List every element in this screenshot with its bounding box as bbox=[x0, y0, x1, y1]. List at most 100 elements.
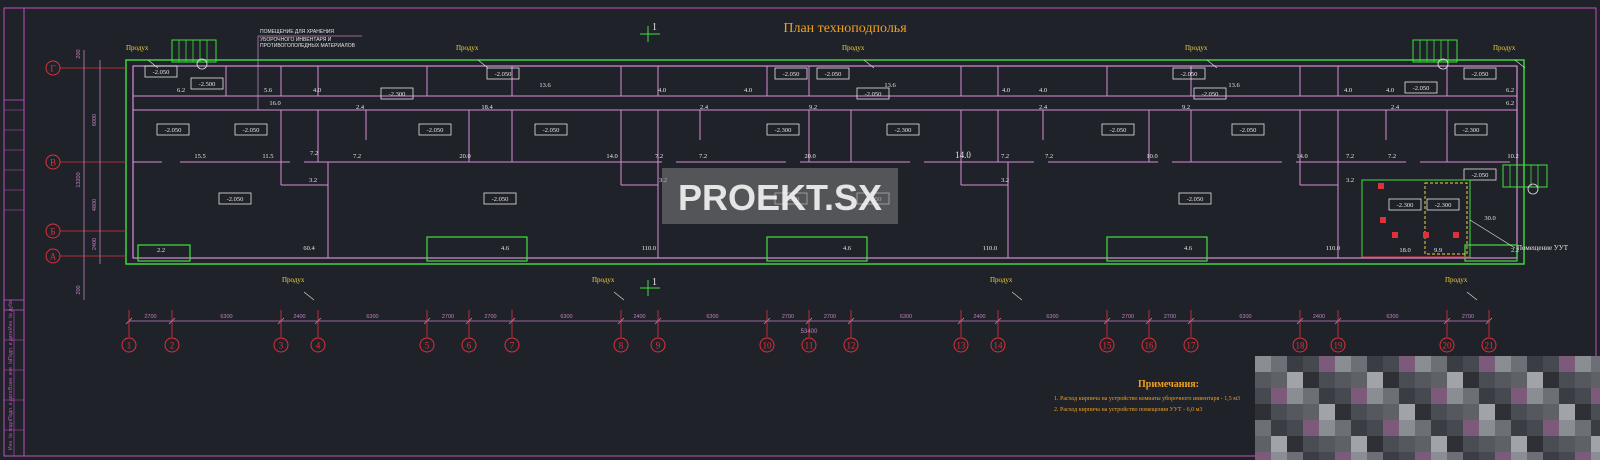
column-axis-label: 4 bbox=[316, 341, 321, 351]
column-spacing-label: 6300 bbox=[366, 314, 378, 320]
blur-pixel bbox=[1319, 404, 1335, 420]
blur-pixel bbox=[1383, 436, 1399, 452]
stair-frame bbox=[1502, 164, 1548, 188]
pits bbox=[137, 236, 1518, 262]
level-mark-box bbox=[234, 123, 268, 136]
vent-leader bbox=[1011, 291, 1023, 301]
blur-pixel bbox=[1415, 388, 1431, 404]
uut-inner-room bbox=[1424, 182, 1468, 255]
blur-pixel bbox=[1447, 372, 1463, 388]
column-axis-bubble bbox=[1141, 337, 1157, 353]
room-area-label: 4.6 bbox=[1184, 245, 1193, 252]
room-area-label: 110.0 bbox=[983, 245, 997, 252]
blur-pixel bbox=[1559, 356, 1575, 372]
blur-pixel bbox=[1559, 388, 1575, 404]
uut-equipment bbox=[1380, 217, 1386, 223]
blur-pixel bbox=[1351, 436, 1367, 452]
blur-pixel bbox=[1335, 372, 1351, 388]
blur-pixel bbox=[1351, 372, 1367, 388]
room-area-label: 3.2 bbox=[1001, 177, 1009, 184]
level-mark-label: -2.050 bbox=[153, 69, 170, 76]
blur-pixel bbox=[1271, 356, 1287, 372]
vent-label: Продух bbox=[282, 276, 305, 284]
column-axis-label: 7 bbox=[510, 341, 515, 351]
blur-pixel bbox=[1479, 420, 1495, 436]
blur-pixel bbox=[1575, 388, 1591, 404]
blur-pixel bbox=[1287, 420, 1303, 436]
level-mark-box bbox=[816, 67, 850, 80]
level-mark-box bbox=[190, 77, 224, 90]
level-mark-label: -2.050 bbox=[865, 91, 882, 98]
blur-pixel bbox=[1591, 388, 1600, 404]
column-axis-bubble bbox=[1099, 337, 1115, 353]
level-mark-label: -2.050 bbox=[492, 196, 509, 203]
blur-pixel bbox=[1319, 388, 1335, 404]
room-area-label: 2.4 bbox=[1391, 104, 1400, 111]
blur-pixel bbox=[1399, 420, 1415, 436]
room-area-label: 10.0 bbox=[1146, 153, 1157, 160]
level-mark-box bbox=[486, 67, 520, 80]
vent-leader bbox=[477, 59, 489, 69]
level-mark-box bbox=[1231, 123, 1265, 136]
room-area-label: 16.0 bbox=[269, 100, 280, 107]
stair-marker bbox=[1527, 183, 1539, 195]
section-mark-label-bottom: 1 bbox=[652, 277, 657, 288]
stairs bbox=[171, 39, 1548, 195]
notes-block: Примечания: 1. Расход кирпича на устройс… bbox=[1054, 379, 1240, 413]
level-mark-box bbox=[1463, 67, 1497, 80]
blur-pixel bbox=[1367, 356, 1383, 372]
uut-room-outline bbox=[1361, 179, 1471, 258]
level-mark-box bbox=[1463, 168, 1497, 181]
blur-pixel bbox=[1351, 452, 1367, 460]
vent-label: Продух bbox=[456, 44, 479, 52]
blur-pixel bbox=[1319, 420, 1335, 436]
row-axis-bubble bbox=[45, 154, 61, 170]
room-area-label: 18.0 bbox=[1399, 247, 1410, 254]
level-mark-box bbox=[218, 192, 252, 205]
stamp-label: Подп. и дата bbox=[8, 390, 14, 420]
column-spacing-label: 6300 bbox=[1046, 314, 1058, 320]
column-spacing-label: 6300 bbox=[1386, 314, 1398, 320]
blur-pixel bbox=[1463, 404, 1479, 420]
vent-label: Продух bbox=[842, 44, 865, 52]
column-axis-label: 8 bbox=[619, 341, 624, 351]
blur-pixel bbox=[1351, 404, 1367, 420]
blur-pixel bbox=[1399, 356, 1415, 372]
blur-pixel bbox=[1527, 372, 1543, 388]
blur-pixel bbox=[1511, 452, 1527, 460]
blur-pixel bbox=[1591, 372, 1600, 388]
blur-pixel bbox=[1367, 372, 1383, 388]
blur-pixel bbox=[1271, 420, 1287, 436]
column-axis-label: 18 bbox=[1296, 341, 1306, 351]
room-area-label: 2.2 bbox=[157, 247, 165, 254]
column-axis-bubble bbox=[121, 337, 137, 353]
room-area-label: 9.9 bbox=[1434, 247, 1442, 254]
blur-pixel bbox=[1543, 388, 1559, 404]
level-mark-label: -2.050 bbox=[1240, 127, 1257, 134]
room-area-label: 7.2 bbox=[1001, 153, 1009, 160]
column-axis-bubble bbox=[1439, 337, 1455, 353]
blur-pixel bbox=[1511, 436, 1527, 452]
room-area-label: 4.0 bbox=[1386, 87, 1394, 94]
level-mark-label: -2.050 bbox=[427, 127, 444, 134]
blur-pixel bbox=[1271, 436, 1287, 452]
left-dimension-label: 200 bbox=[76, 49, 82, 58]
column-axis-label: 12 bbox=[847, 341, 856, 351]
blur-pixel bbox=[1367, 388, 1383, 404]
column-axis-bubble bbox=[650, 337, 666, 353]
blur-pixel bbox=[1543, 436, 1559, 452]
blur-pixel bbox=[1351, 388, 1367, 404]
room-area-label: 7.2 bbox=[655, 153, 663, 160]
uut-equipment bbox=[1378, 183, 1384, 189]
column-axis-label: 14 bbox=[994, 341, 1004, 351]
blur-pixel bbox=[1415, 404, 1431, 420]
column-axis-label: 2 bbox=[170, 341, 175, 351]
room-area-label: 11.5 bbox=[262, 153, 273, 160]
blur-pixel bbox=[1495, 452, 1511, 460]
column-axis-label: 13 bbox=[957, 341, 967, 351]
room-area-label: 60.4 bbox=[303, 245, 315, 252]
blur-pixel bbox=[1303, 372, 1319, 388]
vent-label: Продух bbox=[1185, 44, 1208, 52]
room-area-label: 10.2 bbox=[1507, 153, 1518, 160]
